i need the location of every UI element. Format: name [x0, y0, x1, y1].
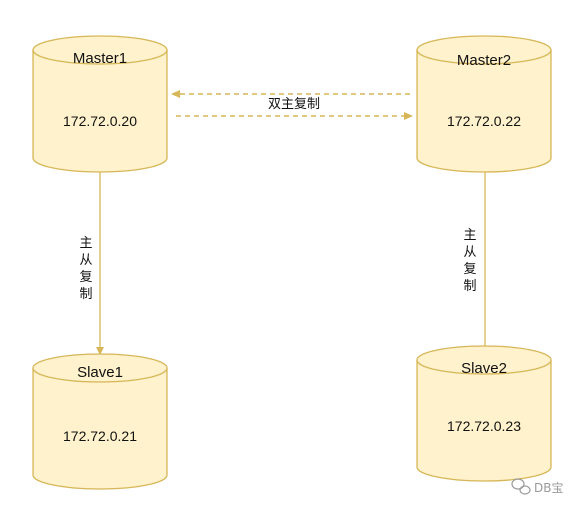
cylinder-rim — [32, 49, 168, 65]
watermark: DB宝 — [511, 478, 563, 495]
node-ip: 172.72.0.22 — [447, 113, 521, 129]
label-char: 复 — [463, 261, 476, 276]
arrowhead-right — [404, 112, 413, 120]
master-slave-label-right: 主 从 复 制 — [463, 227, 476, 293]
cylinder-rim — [416, 359, 552, 375]
node-ip: 172.72.0.21 — [63, 428, 137, 444]
edge-dual-master: 双主复制 — [171, 90, 413, 120]
node-title: Slave2 — [461, 360, 507, 377]
node-master1[interactable]: Master1 172.72.0.20 — [32, 35, 168, 173]
node-title: Slave1 — [77, 364, 123, 381]
node-slave1[interactable]: Slave1 172.72.0.21 — [32, 353, 168, 490]
cylinder-body — [32, 353, 168, 490]
cylinder-body — [32, 35, 168, 173]
label-char: 主 — [463, 227, 476, 242]
label-char: 制 — [79, 286, 92, 301]
arrowhead-down — [96, 347, 104, 355]
node-title: Master1 — [73, 50, 127, 67]
cylinder-body — [416, 35, 552, 173]
cylinder-rim — [32, 367, 168, 383]
cylinder-body — [416, 345, 552, 482]
edge-master1-slave1 — [96, 172, 104, 355]
cylinder-rim — [416, 49, 552, 65]
label-char: 主 — [79, 235, 92, 250]
node-master2[interactable]: Master2 172.72.0.22 — [416, 35, 552, 173]
label-char: 从 — [79, 252, 92, 267]
node-title: Master2 — [457, 52, 511, 69]
label-char: 从 — [463, 244, 476, 259]
node-ip: 172.72.0.20 — [63, 113, 137, 129]
label-char: 复 — [79, 269, 92, 284]
dual-master-label: 双主复制 — [268, 96, 320, 111]
node-ip: 172.72.0.23 — [447, 418, 521, 434]
master-slave-label-left: 主 从 复 制 — [79, 235, 92, 301]
node-slave2[interactable]: Slave2 172.72.0.23 — [416, 345, 552, 482]
arrowhead-left — [171, 90, 180, 98]
label-char: 制 — [463, 278, 476, 293]
watermark-text: DB宝 — [534, 481, 563, 495]
wechat-icon — [511, 478, 531, 495]
